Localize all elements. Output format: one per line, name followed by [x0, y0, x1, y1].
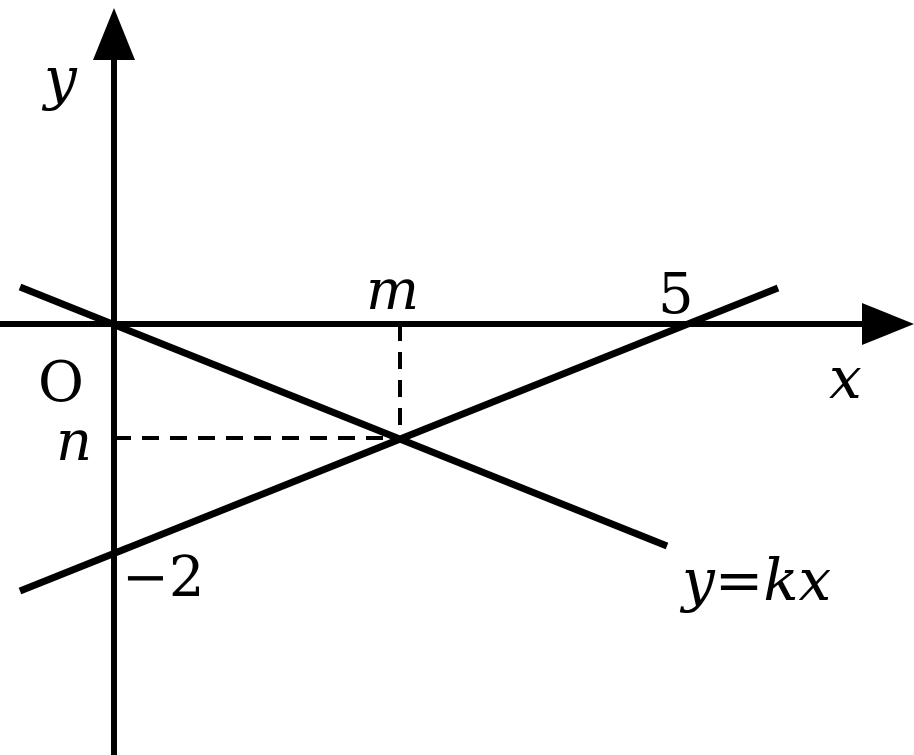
line-equation-label: y=kx: [679, 546, 831, 614]
m-label: m: [366, 258, 419, 323]
x-axis-label: x: [829, 344, 862, 412]
n-label: n: [56, 409, 92, 474]
line-y-equals-kx: [18, 283, 669, 550]
x-axis-arrow-icon: [862, 303, 914, 345]
origin-label: O: [38, 350, 84, 415]
y-axis-arrow-icon: [93, 8, 135, 60]
five-label: 5: [658, 262, 694, 327]
minus-two-label: −2: [122, 545, 205, 610]
y-axis-label: y: [41, 44, 78, 112]
